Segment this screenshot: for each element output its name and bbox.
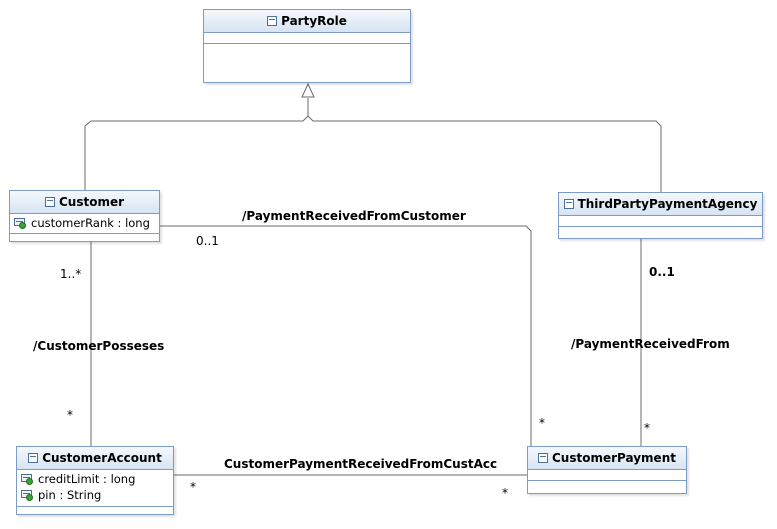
operations-compartment bbox=[17, 507, 173, 511]
class-party-role[interactable]: PartyRole bbox=[203, 9, 411, 83]
class-customer[interactable]: Customer customerRank : long bbox=[9, 190, 160, 242]
multiplicity-customer-payment-end: * bbox=[539, 416, 545, 430]
operations-compartment bbox=[559, 227, 762, 231]
operations-compartment bbox=[528, 481, 686, 485]
generalization-arrowhead bbox=[301, 82, 315, 98]
class-icon bbox=[563, 199, 574, 209]
generalization-third-party[interactable] bbox=[307, 115, 662, 192]
attribute-text: pin : String bbox=[38, 488, 102, 502]
association-name-customer-posseses[interactable]: /CustomerPosseses bbox=[33, 339, 165, 353]
class-name: CustomerPayment bbox=[552, 451, 676, 465]
attributes-compartment bbox=[528, 470, 686, 481]
class-icon bbox=[44, 197, 55, 207]
association-payment-received-from-customer[interactable] bbox=[160, 225, 532, 446]
multiplicity-customer-account-end: * bbox=[67, 408, 73, 422]
attribute-text: creditLimit : long bbox=[38, 472, 136, 486]
class-icon bbox=[28, 453, 39, 463]
attribute-row[interactable]: customerRank : long bbox=[14, 215, 155, 231]
class-header: CustomerPayment bbox=[528, 447, 686, 470]
class-icon bbox=[267, 16, 278, 26]
association-name-payment-received-from-customer[interactable]: /PaymentReceivedFromCustomer bbox=[242, 209, 466, 223]
association-name-payment-received-from[interactable]: /PaymentReceivedFrom bbox=[571, 337, 730, 351]
class-name: CustomerAccount bbox=[42, 451, 162, 465]
multiplicity-customer-end: 1..* bbox=[60, 267, 82, 281]
attributes-compartment: customerRank : long bbox=[10, 214, 159, 234]
attribute-row[interactable]: creditLimit : long bbox=[21, 471, 169, 487]
operations-compartment bbox=[10, 234, 159, 238]
class-customer-payment[interactable]: CustomerPayment bbox=[527, 446, 687, 494]
multiplicity-third-party-end: 0..1 bbox=[649, 265, 675, 279]
class-third-party-payment-agency[interactable]: ThirdPartyPaymentAgency bbox=[558, 192, 763, 239]
attribute-icon bbox=[21, 490, 34, 501]
attributes-compartment: creditLimit : long pin : String bbox=[17, 470, 173, 507]
class-name: ThirdPartyPaymentAgency bbox=[577, 197, 758, 211]
association-name-cust-acc-payment[interactable]: CustomerPaymentReceivedFromCustAcc bbox=[224, 457, 498, 471]
multiplicity-customer-payment-end: * bbox=[502, 486, 508, 500]
class-icon bbox=[538, 453, 548, 463]
multiplicity-customer-account-end: * bbox=[190, 480, 196, 494]
class-header: ThirdPartyPaymentAgency bbox=[559, 193, 762, 216]
class-header: Customer bbox=[10, 191, 159, 214]
class-name: Customer bbox=[58, 195, 125, 209]
attributes-compartment bbox=[204, 33, 410, 44]
attribute-text: customerRank : long bbox=[31, 216, 150, 230]
class-header: CustomerAccount bbox=[17, 447, 173, 470]
class-name: PartyRole bbox=[281, 14, 347, 28]
attribute-icon bbox=[21, 474, 34, 485]
operations-compartment bbox=[204, 44, 410, 48]
class-customer-account[interactable]: CustomerAccount creditLimit : long pin :… bbox=[16, 446, 174, 515]
attribute-icon bbox=[14, 218, 27, 229]
attributes-compartment bbox=[559, 216, 762, 227]
generalization-customer[interactable] bbox=[84, 98, 309, 190]
class-header: PartyRole bbox=[204, 10, 410, 33]
attribute-row[interactable]: pin : String bbox=[21, 487, 169, 503]
multiplicity-customer-end: 0..1 bbox=[196, 234, 219, 248]
multiplicity-customer-payment-end: * bbox=[644, 421, 650, 435]
